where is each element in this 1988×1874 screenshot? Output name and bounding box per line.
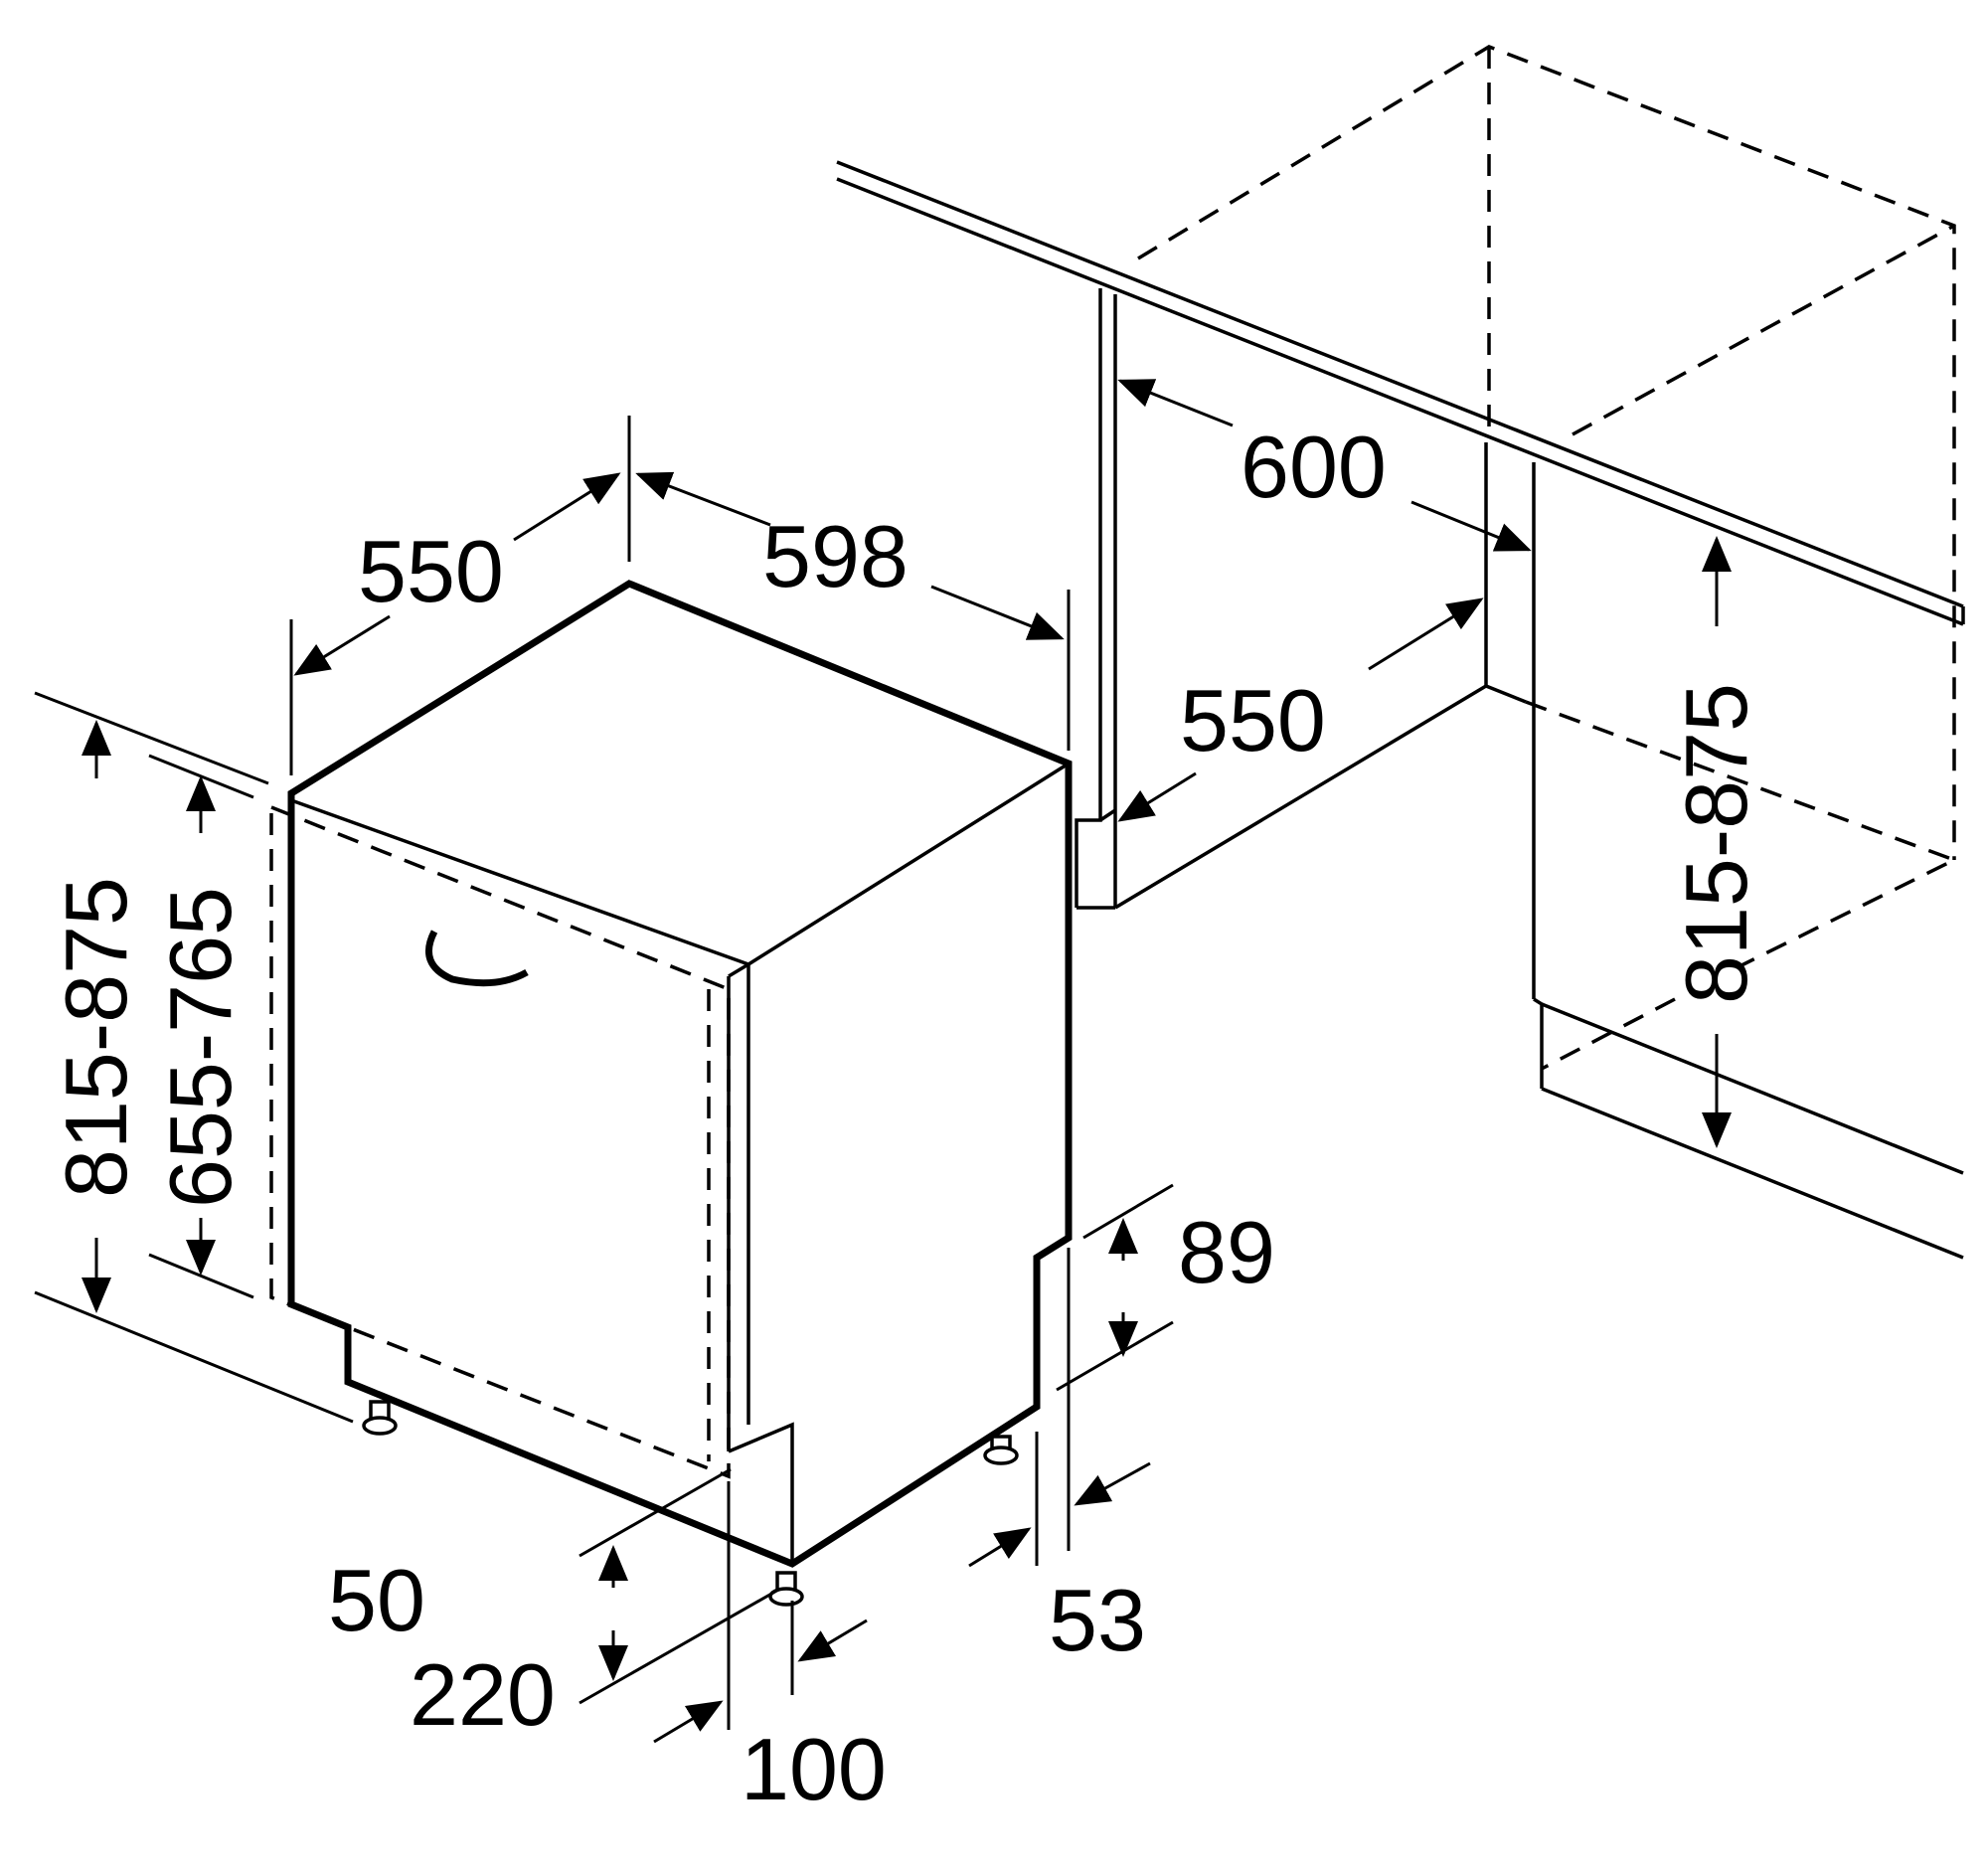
right-cabinet-plinth-top [1541, 1002, 1964, 1175]
dishwasher-body [287, 580, 1073, 1568]
dim-arrow-plinth-53-left [968, 1527, 1032, 1568]
dim-arrow-plinth-53-right [1074, 1461, 1151, 1506]
adjustable-feet [362, 1400, 1019, 1607]
door-outline-dashed [269, 805, 731, 1479]
dim-arrow-foot-100-right [797, 1618, 868, 1662]
worktop-edge-upper [836, 160, 1964, 608]
label-niche-width-600: 600 [1241, 418, 1387, 516]
dim-arrow-niche-550-left [1117, 771, 1197, 822]
right-cabinet-plinth-bottom [1541, 1087, 1964, 1260]
dimension-lines [34, 379, 1732, 1744]
dim-arrow-depth-550-right [513, 472, 621, 542]
label-niche-height-815-875: 815-875 [1667, 683, 1765, 1004]
label-plinth-53: 53 [1049, 1571, 1146, 1669]
dim-arrow-niche-600-left [1117, 379, 1234, 427]
label-door-height-655-765: 655-765 [151, 887, 249, 1208]
door-handle [424, 930, 529, 987]
label-plinth-89: 89 [1178, 1203, 1275, 1301]
label-foot-100: 100 [741, 1720, 887, 1818]
dim-arrow-niche-550-right [1368, 597, 1484, 671]
label-height-815-875: 815-875 [47, 877, 145, 1198]
dim-arrow-width-598-left [635, 471, 771, 527]
label-foot-50: 50 [328, 1551, 425, 1649]
dishwasher-drawing [269, 580, 1073, 1607]
dimension-labels: 550 598 600 550 89 53 50 220 100 815-875… [47, 418, 1765, 1818]
kitchen-niche [836, 45, 1965, 1260]
label-foot-220: 220 [410, 1645, 556, 1744]
dim-arrow-niche-600-right [1410, 500, 1532, 552]
label-niche-depth-550: 550 [1180, 671, 1326, 769]
left-cabinet-side [1075, 288, 1102, 908]
dim-arrow-width-598-right [930, 585, 1065, 640]
niche-floor-left [1114, 684, 1487, 910]
dim-arrow-foot-100-left [653, 1700, 724, 1744]
label-width-598: 598 [762, 507, 909, 605]
worktop-edge-lower [836, 177, 1964, 626]
label-depth-550: 550 [358, 522, 504, 620]
dim-arrow-depth-550-left [293, 614, 391, 676]
wall-outline-dashed [1137, 45, 1956, 860]
